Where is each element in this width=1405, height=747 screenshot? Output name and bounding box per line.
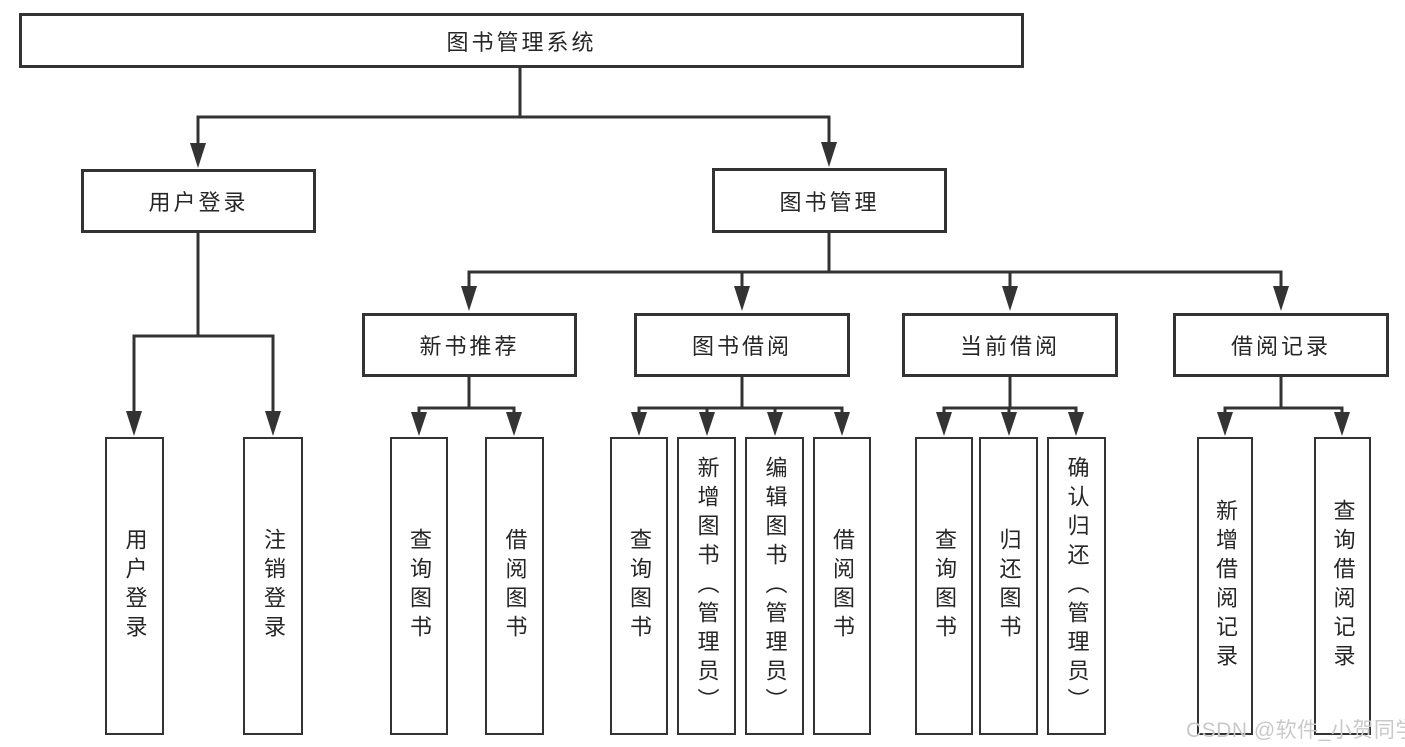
leaf-borrow-book-recommend: 借阅图书 — [485, 437, 544, 735]
leaf-add-borrow-record: 新增借阅记录 — [1197, 437, 1253, 735]
node-book-borrow: 图书借阅 — [634, 313, 850, 377]
leaf-query-book-borrow: 查询图书 — [610, 437, 668, 735]
node-label: 当前借阅 — [959, 334, 1060, 359]
leaf-user-login: 用户登录 — [105, 437, 164, 735]
node-label: 归还图书 — [996, 528, 1022, 644]
node-new-book-recommend: 新书推荐 — [362, 313, 577, 377]
node-label: 图书管理 — [779, 189, 880, 215]
node-label: 确认归还（管理员） — [1064, 455, 1090, 717]
leaf-confirm-return-admin: 确认归还（管理员） — [1047, 437, 1106, 735]
node-label: 借阅记录 — [1230, 334, 1331, 359]
node-label: 查询图书 — [627, 528, 652, 644]
leaf-return-book: 归还图书 — [979, 437, 1038, 735]
node-borrow-records: 借阅记录 — [1173, 313, 1389, 377]
node-label: 编辑图书（管理员） — [762, 455, 788, 717]
node-label: 注销登录 — [261, 528, 286, 644]
node-current-borrow: 当前借阅 — [902, 313, 1118, 377]
csdn-watermark: CSDN @软件_小贺同学 — [1186, 719, 1405, 742]
node-label: 图书管理系统 — [446, 29, 597, 55]
node-label: 借阅图书 — [502, 528, 528, 644]
leaf-logout: 注销登录 — [243, 437, 303, 735]
node-label: 新增图书（管理员） — [694, 455, 720, 717]
node-label: 用户登录 — [148, 190, 249, 215]
node-book-management: 图书管理 — [712, 168, 947, 233]
node-label: 新增借阅记录 — [1213, 499, 1238, 673]
node-label: 借阅图书 — [830, 528, 855, 644]
leaf-query-book-current: 查询图书 — [915, 437, 973, 735]
node-label: 查询图书 — [932, 528, 957, 644]
leaf-borrow-book: 借阅图书 — [813, 437, 871, 735]
node-label: 用户登录 — [122, 528, 148, 644]
leaf-edit-book-admin: 编辑图书（管理员） — [745, 437, 804, 735]
leaf-add-book-admin: 新增图书（管理员） — [677, 437, 736, 735]
leaf-query-borrow-record: 查询借阅记录 — [1314, 437, 1371, 735]
node-user-login: 用户登录 — [81, 169, 316, 233]
node-label: 查询借阅记录 — [1330, 499, 1356, 673]
node-label: 新书推荐 — [419, 334, 520, 359]
leaf-query-book-recommend: 查询图书 — [390, 437, 448, 735]
node-library-system: 图书管理系统 — [19, 13, 1024, 68]
node-label: 图书借阅 — [691, 334, 792, 359]
node-label: 查询图书 — [407, 528, 432, 644]
